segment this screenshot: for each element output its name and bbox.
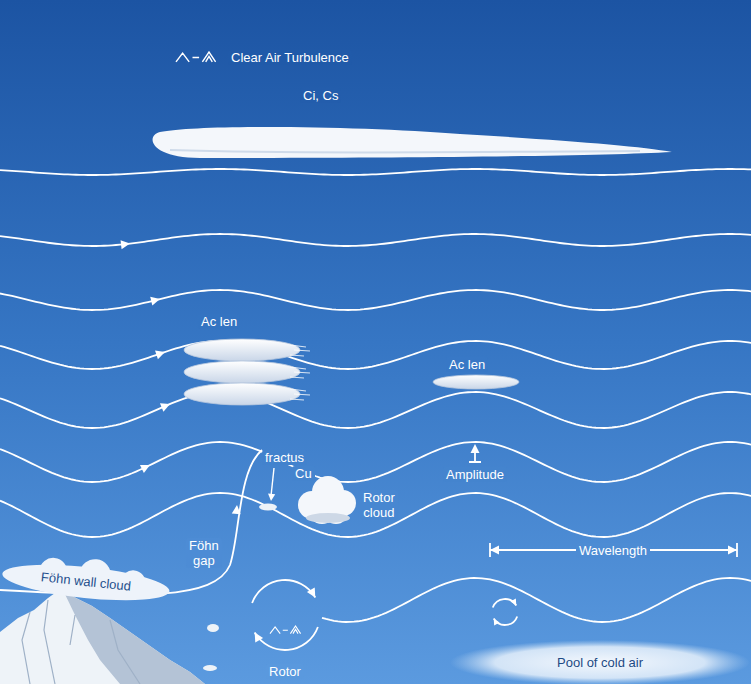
cloud-body	[1, 558, 171, 606]
leader-line	[271, 468, 274, 496]
cloud-streaks	[290, 389, 310, 400]
annotation-label: Rotor cloud	[360, 490, 398, 520]
circulation-arrow	[252, 580, 315, 603]
streamline	[0, 442, 751, 482]
pool-ellipse	[450, 640, 750, 684]
annotation-label: Föhn gap	[186, 538, 222, 568]
circulation-arrow	[255, 627, 318, 650]
arrowhead	[121, 239, 131, 249]
annotation-label: Ac len	[446, 357, 488, 372]
lenticular-cloud	[433, 375, 519, 389]
turbulence-symbol	[270, 626, 301, 634]
arrowhead	[140, 461, 152, 473]
arrowhead	[728, 546, 737, 555]
cumulus-shade	[306, 513, 350, 523]
fractus-cloud	[203, 665, 217, 671]
annotation-label: Clear Air Turbulence	[228, 50, 352, 65]
streamline	[0, 169, 751, 175]
arrowhead	[155, 348, 166, 359]
annotation-label: Cu	[292, 466, 315, 481]
turbulence-symbol	[176, 52, 216, 62]
arrowhead	[491, 617, 500, 626]
arrowhead	[150, 295, 161, 306]
annotation-label: Ac len	[198, 314, 240, 329]
fractus-cloud	[259, 504, 277, 511]
arrowhead	[267, 494, 275, 502]
arrowhead	[251, 630, 263, 642]
annotation-label: Rotor	[266, 664, 304, 679]
arrowhead	[307, 587, 319, 599]
streamline	[0, 392, 751, 428]
wavelength-arrow	[490, 543, 737, 557]
arrowhead	[510, 598, 519, 607]
arrowhead	[471, 444, 480, 453]
streamline	[322, 578, 751, 622]
streamline	[0, 341, 751, 369]
cold-air-pool: Pool of cold air	[450, 646, 750, 679]
lenticular-cloud	[184, 339, 300, 361]
streamline	[0, 234, 751, 246]
annotation-label: Ci, Cs	[300, 88, 341, 103]
mountain	[0, 588, 205, 684]
annotation-label: Amplitude	[443, 467, 507, 482]
arrowhead	[490, 546, 499, 555]
arrowhead	[160, 400, 172, 412]
streamline	[0, 290, 751, 310]
cirrus-cloud	[153, 127, 672, 158]
lenticular-cloud	[184, 361, 300, 383]
cloud-streaks	[290, 367, 310, 378]
lenticular-cloud	[184, 383, 300, 405]
fractus-cloud	[207, 624, 219, 632]
annotation-label: fractus	[262, 450, 307, 465]
mountain-ridges	[22, 600, 140, 684]
annotation-label: Wavelength	[576, 543, 650, 558]
cirrus-shade	[170, 150, 640, 152]
wall-cloud: Föhn wall cloud	[1, 557, 171, 605]
arrowhead	[232, 505, 242, 515]
mountain-shadow	[62, 588, 205, 684]
cloud-streaks	[290, 345, 310, 356]
node-label: Pool of cold air	[557, 655, 643, 670]
